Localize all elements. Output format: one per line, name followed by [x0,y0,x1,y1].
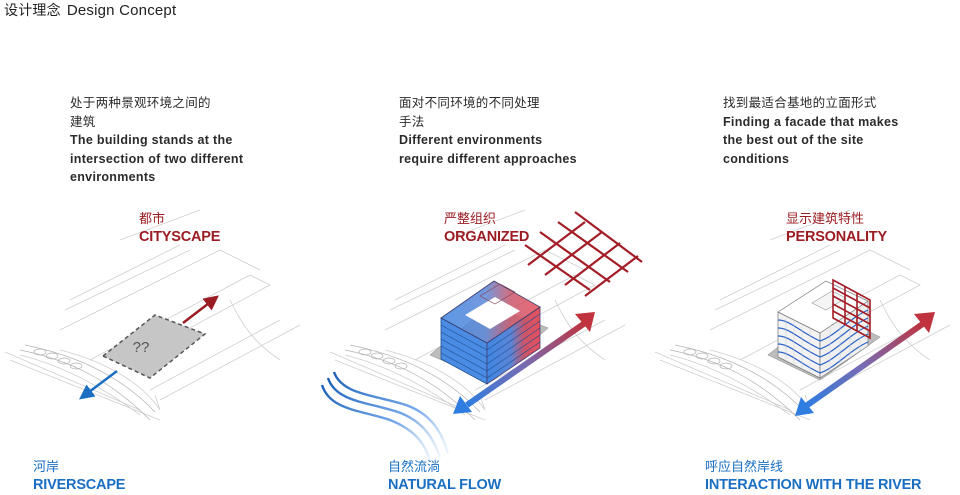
riverscape-label-zh: 河岸 [33,460,60,475]
panel-3-description: 找到最适合基地的立面形式 Finding a facade that makes… [723,94,923,168]
panel-3-desc-zh-1: 找到最适合基地的立面形式 [723,95,877,110]
panel-3-diagram [654,209,951,421]
panel-1-desc-zh-2: 建筑 [70,113,96,129]
panel-2-desc-en-2: require different approaches [399,151,577,166]
personality-label: 显示建筑特性 PERSONALITY [786,212,887,246]
panel-1-diagram: ?? [4,209,301,421]
cityscape-label: 都市 CITYSCAPE [139,212,220,246]
interaction-label-zh: 呼应自然岸线 [705,460,784,475]
panel-3-desc-en-3: conditions [723,151,790,166]
organized-grid [524,211,643,297]
panel-2-diagram [320,209,643,463]
organized-label-zh: 严整组织 [444,212,497,227]
personality-label-zh: 显示建筑特性 [786,212,865,227]
panel-1-desc-en-3: environments [70,170,156,184]
organized-building [440,280,541,385]
interaction-label: 呼应自然岸线 INTERACTION WITH THE RIVER [705,460,922,494]
natural-flow-waves [320,371,450,463]
panel-1-desc-en-2: intersection of two different [70,151,244,166]
panel-2-description: 面对不同环境的不同处理 手法 Different environments re… [399,94,599,168]
panel-2-desc-zh-1: 面对不同环境的不同处理 [399,95,540,110]
panel-1-description: 处于两种景观环境之间的 建筑 The building stands at th… [70,94,270,187]
page-title-zh: 设计理念 [4,3,61,19]
cityscape-label-en: CITYSCAPE [139,229,221,245]
site-plot [101,314,207,379]
riverscape-arrow [79,370,118,400]
interaction-label-en: INTERACTION WITH THE RIVER [705,477,922,493]
natural-flow-label: 自然流淌 NATURAL FLOW [388,460,501,494]
natural-flow-label-en: NATURAL FLOW [388,477,502,493]
cityscape-label-zh: 都市 [139,212,166,227]
personality-label-en: PERSONALITY [786,229,887,245]
panel-2-desc-en-1: Different environments [399,133,543,147]
natural-flow-label-zh: 自然流淌 [388,460,441,475]
panel-3-desc-en-1: Finding a facade that makes [723,114,899,129]
organized-label: 严整组织 ORGANIZED [444,212,529,246]
page-title-en: Design Concept [66,2,177,19]
panel-2-desc-zh-2: 手法 [399,113,425,129]
riverscape-label: 河岸 RIVERSCAPE [33,460,125,494]
organized-label-en: ORGANIZED [444,229,530,245]
riverscape-label-en: RIVERSCAPE [33,477,126,493]
panel-1-desc-zh-1: 处于两种景观环境之间的 [70,95,211,110]
panel-2-double-arrow [453,312,595,414]
panel-3-desc-en-2: the best out of the site [723,133,864,147]
panel-3-double-arrow [795,312,935,416]
site-marker: ?? [133,339,150,356]
personality-frame [832,278,871,340]
cityscape-arrow [182,295,219,324]
page-title: 设计理念 Design Concept [4,0,176,20]
panel-1-desc-en-1: The building stands at the [70,133,233,147]
